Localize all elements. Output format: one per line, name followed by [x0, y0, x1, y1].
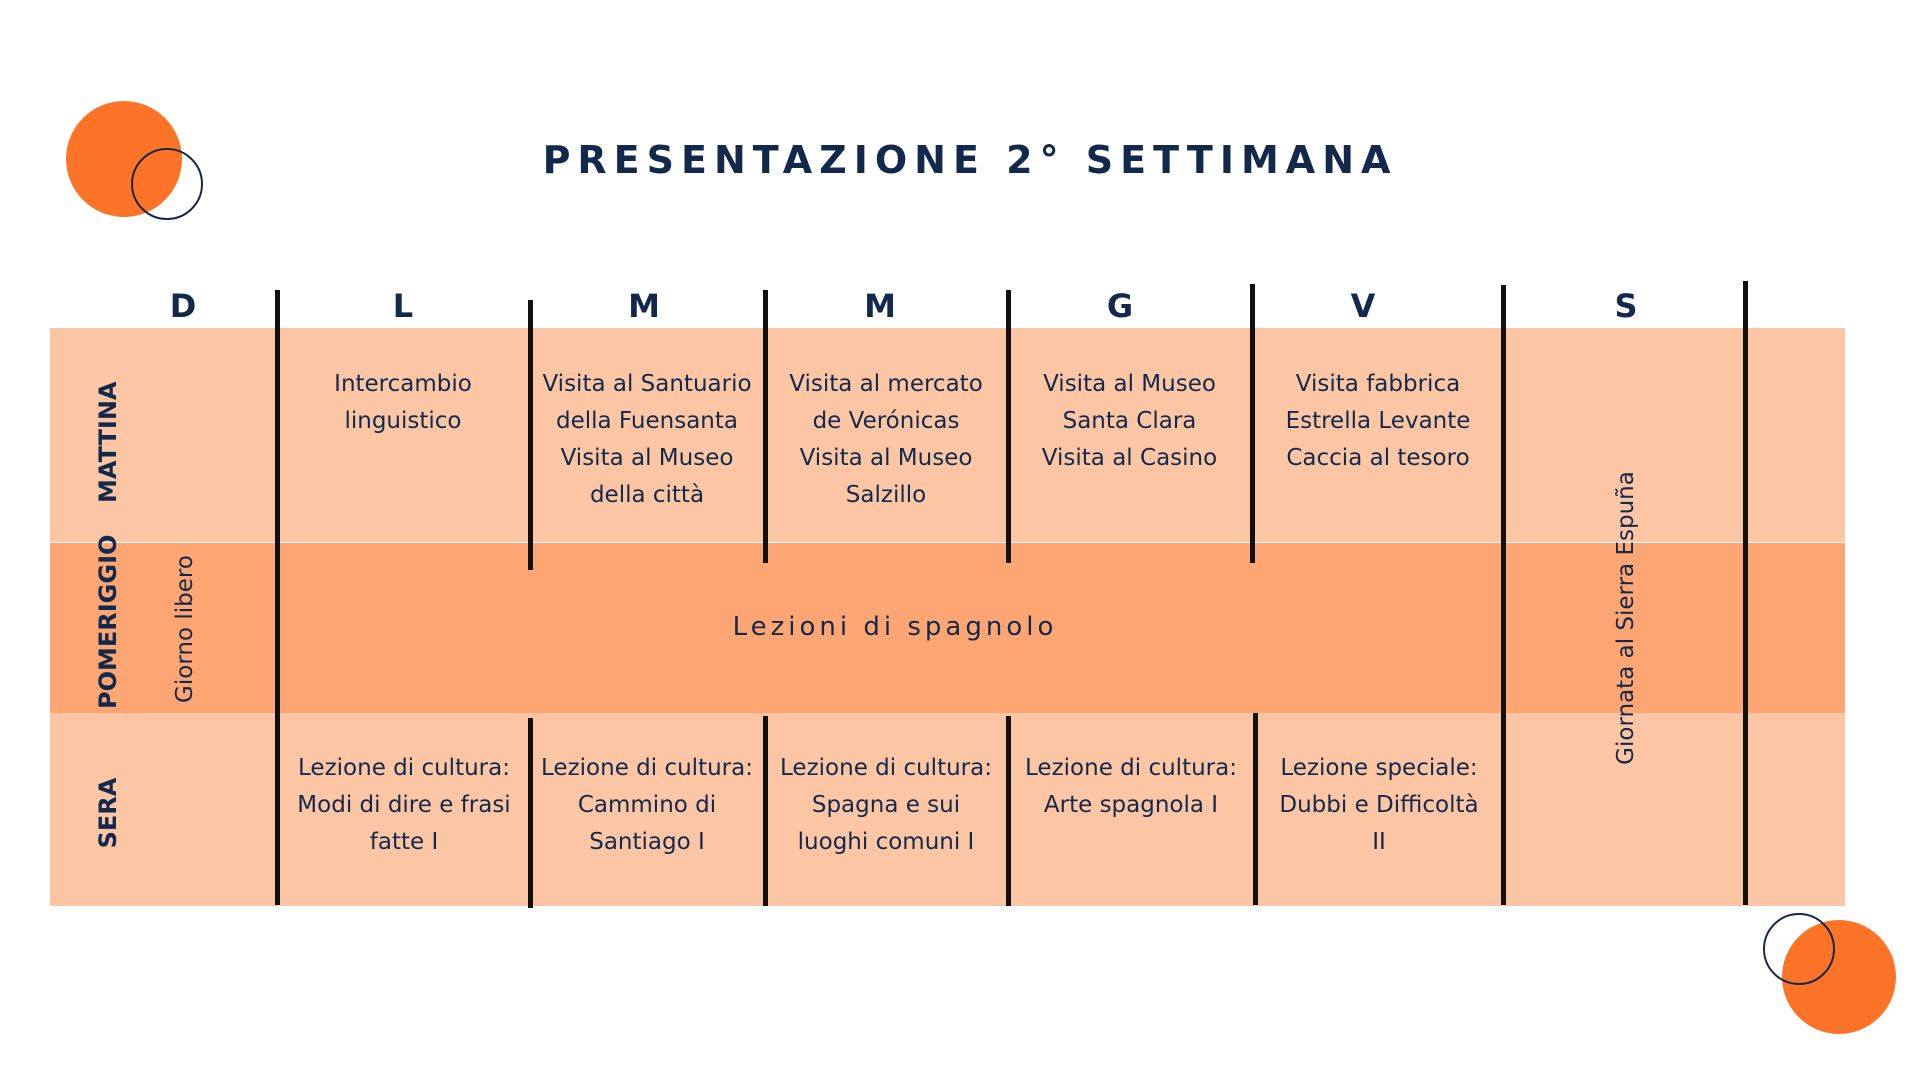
day-header-tuesday: M — [628, 287, 660, 325]
page-title: PRESENTAZIONE 2° SETTIMANA — [542, 138, 1398, 182]
morning-cell-tuesday: Visita al Santuario della Fuensanta Visi… — [542, 371, 752, 508]
evening-cell-thursday: Lezione di cultura: Arte spagnola I — [1025, 755, 1237, 818]
column-divider-5-bottom — [1253, 713, 1258, 905]
morning-cell-friday: Visita fabbrica Estrella Levante Caccia … — [1285, 371, 1471, 471]
row-label-evening: SERA — [94, 777, 122, 849]
evening-cell-tuesday: Lezione di cultura: Cammino di Santiago … — [541, 755, 753, 855]
afternoon-activity: Lezioni di spagnolo — [732, 612, 1058, 642]
morning-cell-thursday: Visita al Museo Santa Clara Visita al Ca… — [1041, 371, 1218, 471]
day-header-friday: V — [1350, 287, 1376, 325]
column-divider-4-bottom — [1006, 716, 1011, 906]
evening-cell-wednesday: Lezione di cultura: Spagna e sui luoghi … — [780, 755, 992, 855]
row-label-morning: MATTINA — [94, 381, 122, 503]
column-divider-5-top — [1250, 284, 1255, 563]
column-divider-7 — [1743, 281, 1748, 905]
column-divider-2-bottom — [528, 718, 533, 908]
evening-cell-monday: Lezione di cultura: Modi di dire e frasi… — [297, 755, 511, 855]
afternoon-band — [50, 543, 1845, 713]
day-header-monday: L — [392, 287, 414, 325]
column-divider-4-top — [1006, 290, 1011, 563]
sunday-free-day: Giorno libero — [172, 555, 198, 703]
day-header-sunday: D — [169, 287, 197, 325]
row-label-afternoon: POMERIGGIO — [94, 534, 122, 709]
morning-cell-wednesday: Visita al mercato de Verónicas Visita al… — [789, 371, 983, 508]
column-divider-6 — [1501, 285, 1506, 905]
column-divider-2-top — [528, 300, 533, 570]
day-header-thursday: G — [1106, 287, 1134, 325]
column-divider-3-bottom — [763, 716, 768, 906]
decor-circle-outline-bottom — [1763, 913, 1835, 985]
decor-circle-outline-top — [131, 148, 203, 220]
morning-cell-monday: Intercambio linguistico — [334, 371, 472, 434]
column-divider-3-top — [763, 290, 768, 563]
evening-band — [50, 713, 1845, 906]
day-header-wednesday: M — [864, 287, 896, 325]
column-divider-1 — [275, 290, 280, 905]
evening-cell-friday: Lezione speciale: Dubbi e Difficoltà II — [1279, 755, 1479, 855]
day-header-saturday: S — [1614, 287, 1638, 325]
saturday-excursion: Giornata al Sierra Espuña — [1613, 471, 1639, 765]
morning-band — [50, 328, 1845, 542]
